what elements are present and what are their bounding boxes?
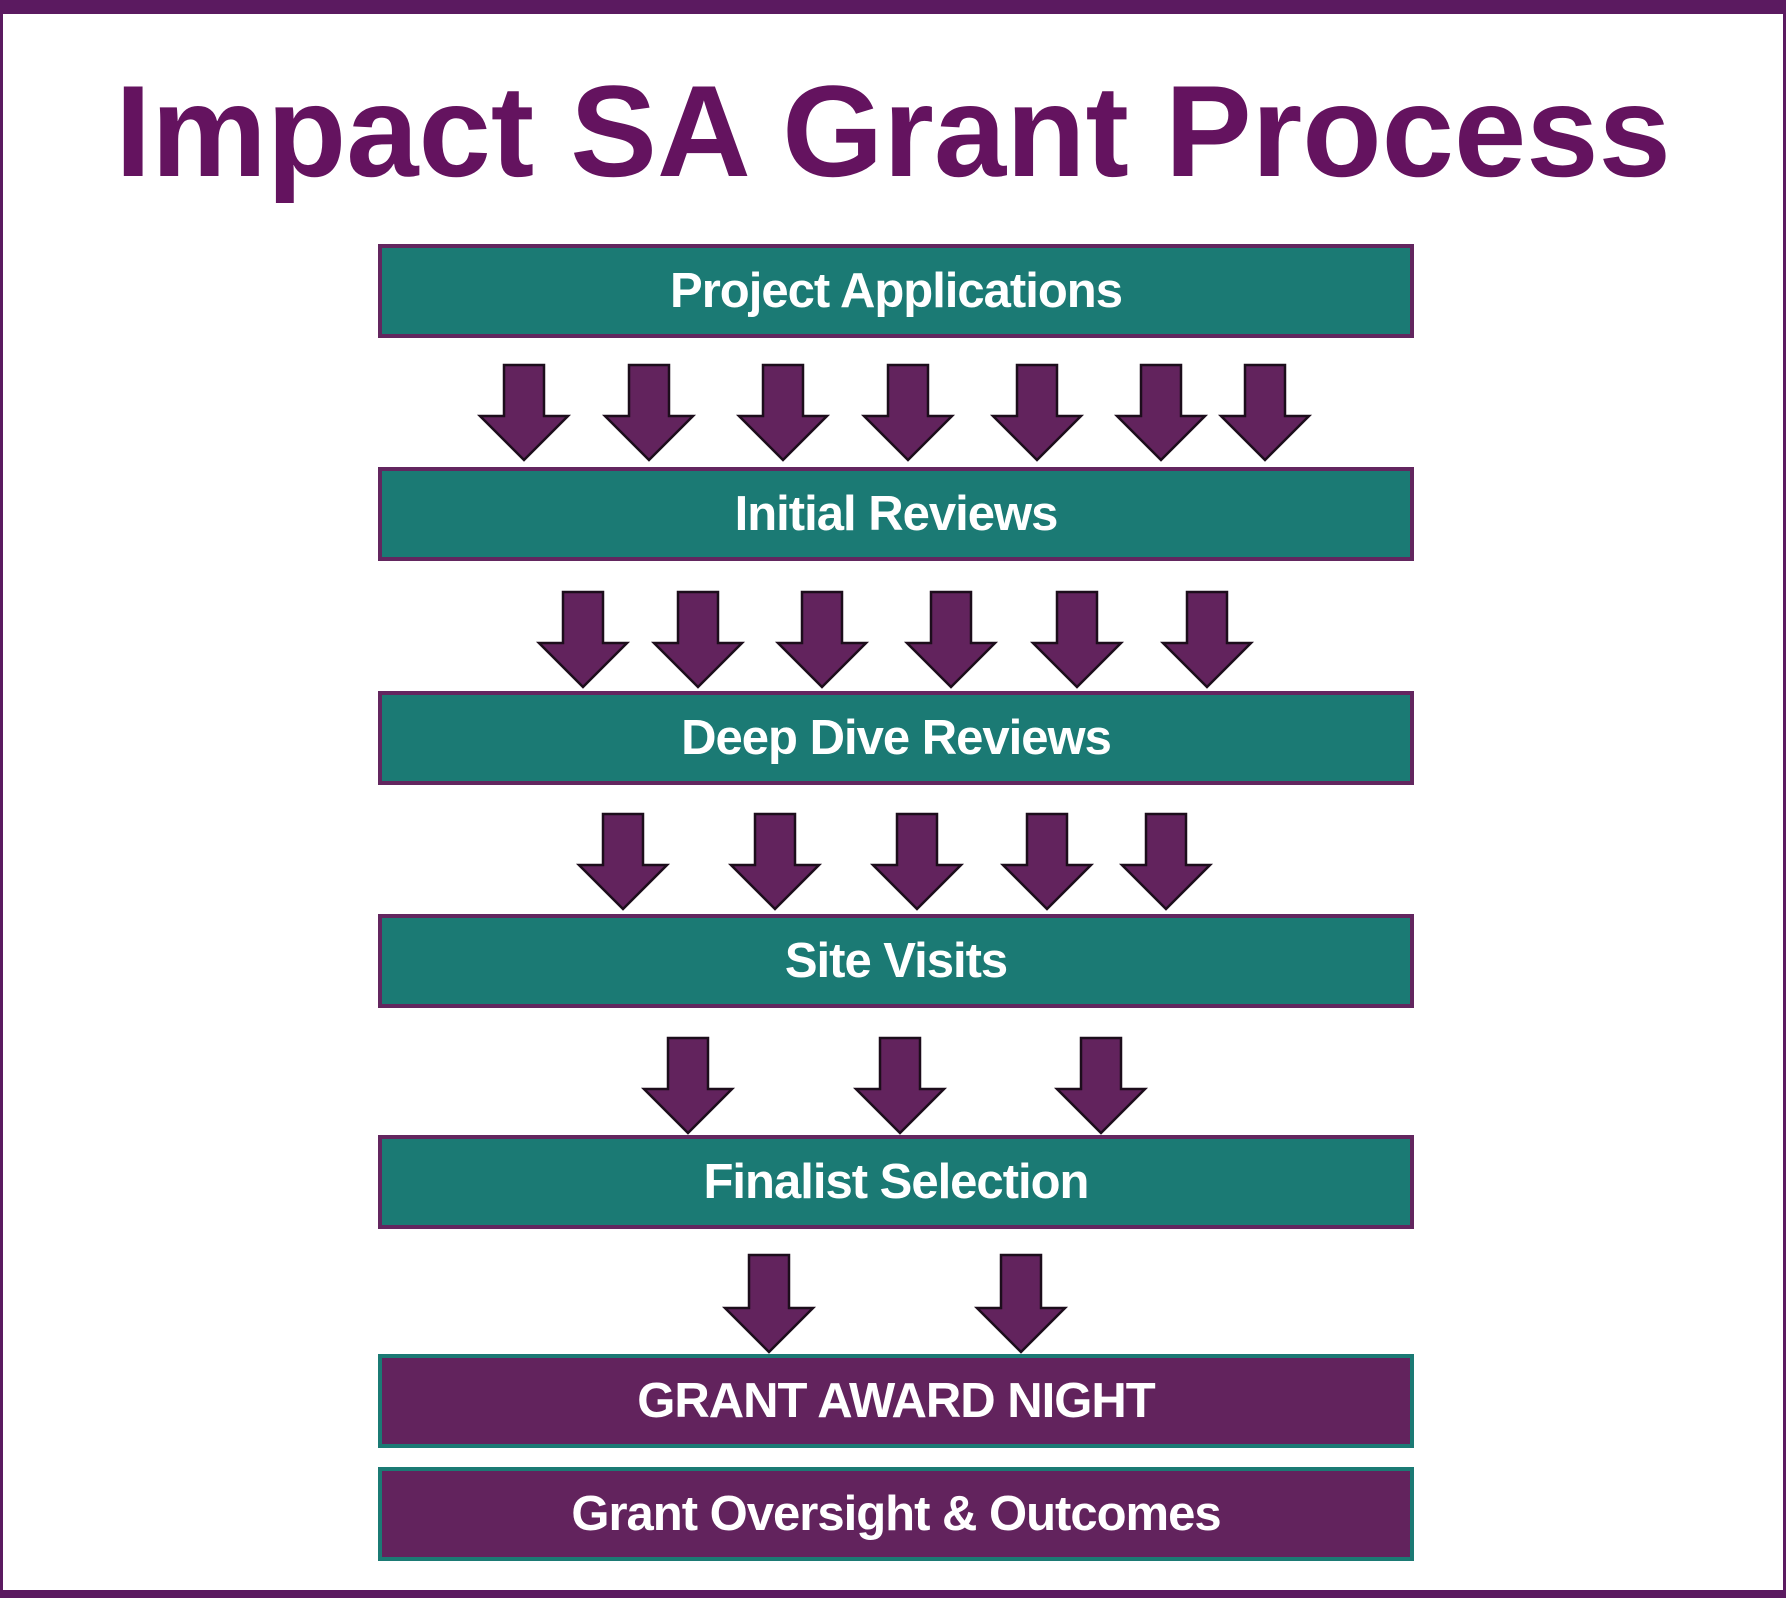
- down-arrow-icon: [721, 1253, 817, 1354]
- stage-site-visits: Site Visits: [378, 914, 1414, 1008]
- stage-grant-oversight-outcomes: Grant Oversight & Outcomes: [378, 1467, 1414, 1561]
- down-arrow-icon: [1113, 363, 1209, 462]
- down-arrow-icon: [1159, 590, 1255, 689]
- down-arrow-icon: [640, 1036, 736, 1135]
- down-arrow-icon: [727, 812, 823, 911]
- down-arrow-icon: [476, 363, 572, 462]
- stage-grant-award-night: GRANT AWARD NIGHT: [378, 1354, 1414, 1448]
- down-arrow-icon: [973, 1253, 1069, 1354]
- down-arrow-icon: [735, 363, 831, 462]
- down-arrow-icon: [601, 363, 697, 462]
- down-arrow-icon: [903, 590, 999, 689]
- down-arrow-icon: [852, 1036, 948, 1135]
- stage-deep-dive-reviews: Deep Dive Reviews: [378, 691, 1414, 785]
- down-arrow-icon: [860, 363, 956, 462]
- stage-initial-reviews: Initial Reviews: [378, 467, 1414, 561]
- stage-project-applications: Project Applications: [378, 244, 1414, 338]
- down-arrow-icon: [989, 363, 1085, 462]
- down-arrow-icon: [869, 812, 965, 911]
- down-arrow-icon: [774, 590, 870, 689]
- down-arrow-icon: [1118, 812, 1214, 911]
- down-arrow-icon: [535, 590, 631, 689]
- down-arrow-icon: [650, 590, 746, 689]
- down-arrow-icon: [575, 812, 671, 911]
- page-title: Impact SA Grant Process: [115, 58, 1671, 204]
- down-arrow-icon: [1217, 363, 1313, 462]
- down-arrow-icon: [1053, 1036, 1149, 1135]
- stage-finalist-selection: Finalist Selection: [378, 1135, 1414, 1229]
- down-arrow-icon: [1029, 590, 1125, 689]
- down-arrow-icon: [999, 812, 1095, 911]
